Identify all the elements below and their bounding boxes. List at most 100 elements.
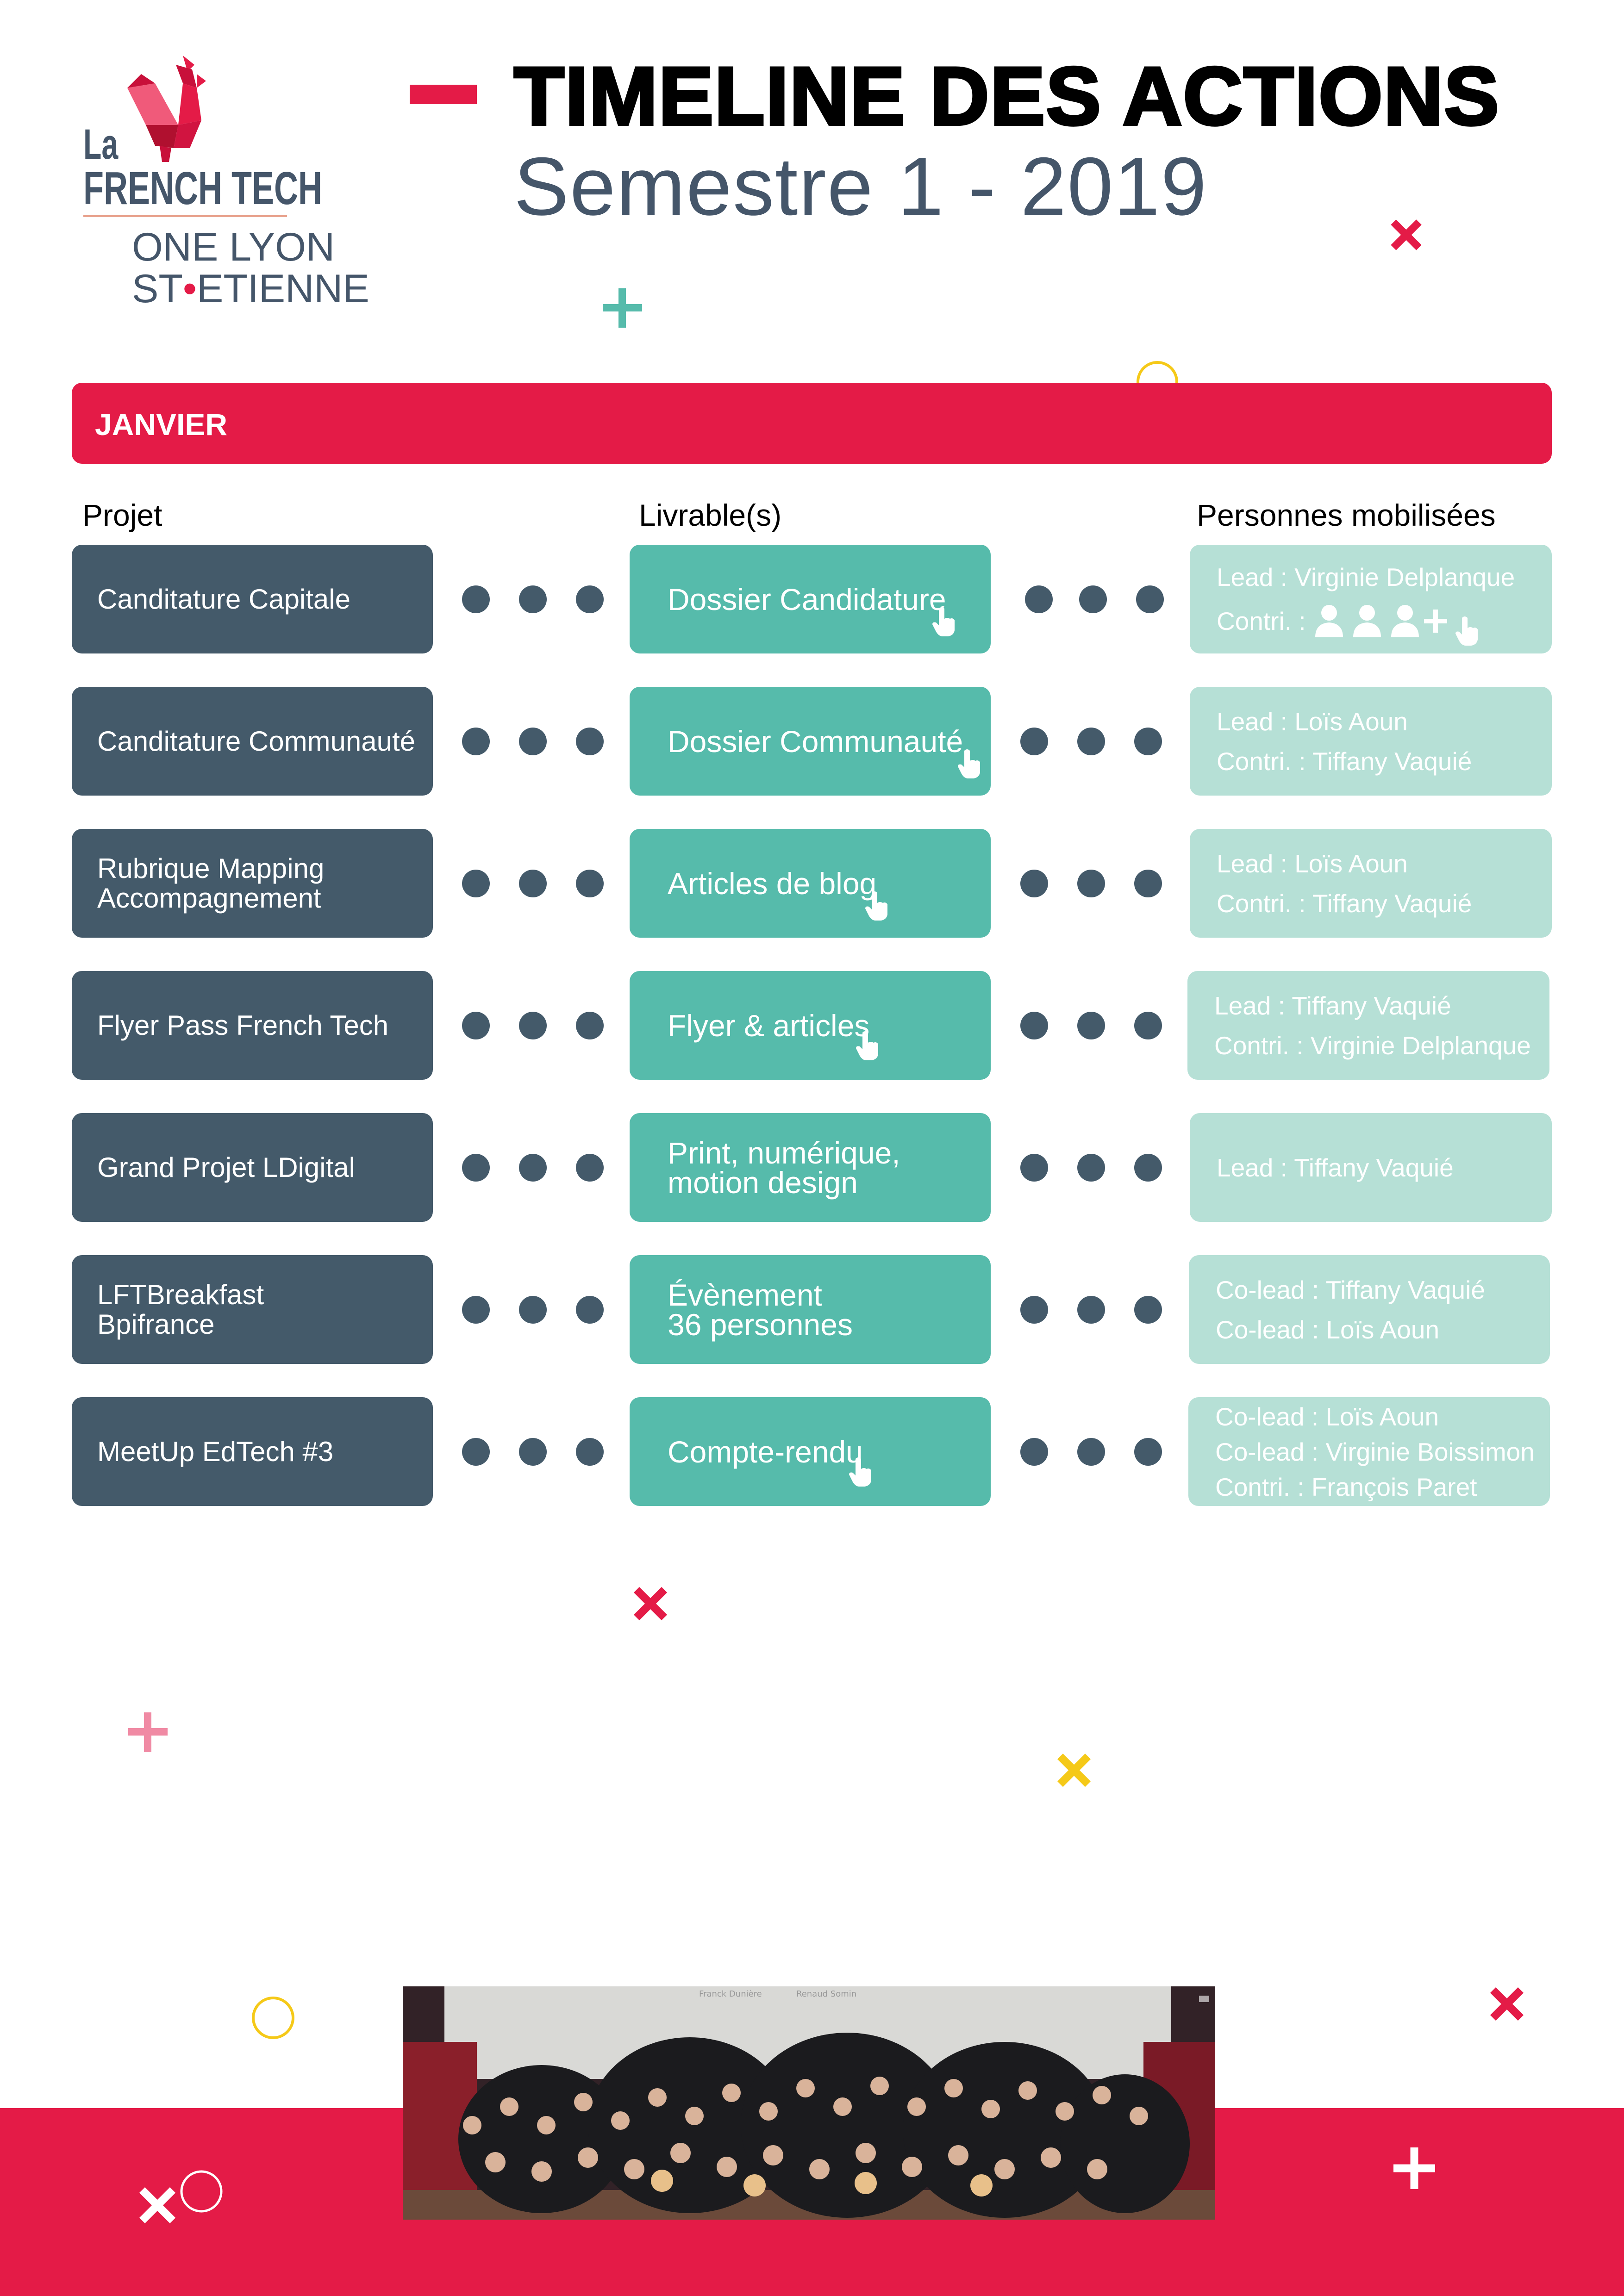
logo-etienne: ETIENNE [197,267,369,311]
cross-icon [1057,1753,1091,1787]
people-line-contri: Contri. : [1217,599,1552,643]
timeline-row: Grand Projet LDigital Print, numérique, … [0,1113,1624,1222]
connector-dot [1134,1154,1162,1182]
project-line: LFTBreakfast [97,1279,264,1310]
timeline-row: Flyer Pass French Tech Flyer & articles … [0,971,1624,1080]
logo-divider [83,215,287,217]
people-line: Co-lead : Loïs Aoun [1215,1402,1439,1431]
deliverable-line: motion design [668,1165,858,1200]
project-line: Accompagnement [97,882,321,914]
contributors-icons [1315,605,1447,637]
hand-cursor-icon [849,1457,871,1487]
project-box: LFTBreakfast Bpifrance [72,1255,433,1364]
connector-dot [1134,1012,1162,1039]
project-line: Rubrique Mapping [97,852,325,884]
connector-dot [1025,585,1053,613]
project-line: Bpifrance [97,1308,215,1340]
connector-dot [1134,1296,1162,1324]
connector-dot [1077,870,1105,897]
cross-icon [139,2187,176,2224]
deliverable-box: Print, numérique, motion design [630,1113,991,1222]
deliverable-box[interactable]: Dossier Candidature [630,545,991,653]
person-icon [1315,605,1343,637]
connector-dot [576,870,604,897]
people-line: Lead : Loïs Aoun [1217,849,1408,878]
month-bar: JANVIER [72,383,1552,464]
deliverable-box: Évènement 36 personnes [630,1255,991,1364]
connector-dot [576,1438,604,1466]
connector-dot [1079,585,1107,613]
connector-dot [576,1296,604,1324]
connector-dot [519,585,547,613]
plus-icon [1393,2147,1435,2189]
people-box: Lead : Loïs Aoun Contri. : Tiffany Vaqui… [1190,829,1552,938]
people-line: Lead : Loïs Aoun [1217,707,1408,736]
page-subtitle: Semestre 1 - 2019 [514,140,1208,232]
connector-dot [1077,728,1105,755]
group-photo-image: Franck Dunière Renaud Somin [403,1986,1215,2220]
connector-dot [519,1012,547,1039]
title-dash [410,85,477,104]
deliverable-line: Dossier Communauté [668,724,963,759]
photo-caption-left: Franck Dunière [699,1989,762,1999]
project-box: Rubrique Mapping Accompagnement [72,829,433,938]
people-line: Contri. : François Paret [1215,1472,1477,1501]
people-box: Lead : Tiffany Vaquié [1190,1113,1552,1222]
group-photo: Franck Dunière Renaud Somin [403,1986,1215,2220]
project-box: MeetUp EdTech #3 [72,1397,433,1506]
connector-dot [519,1154,547,1182]
logo-st-etienne: ST•ETIENNE [132,266,369,312]
deliverable-line: Compte-rendu [668,1434,863,1469]
column-header-deliverable: Livrable(s) [639,498,782,532]
deliverable-box[interactable]: Compte-rendu [630,1397,991,1506]
connector-dot [462,1438,490,1466]
connector-dot [576,1154,604,1182]
connector-dot [1134,728,1162,755]
deliverable-box[interactable]: Flyer & articles [630,971,991,1080]
project-line: MeetUp EdTech #3 [97,1436,334,1467]
connector-dot [462,1012,490,1039]
connector-dot [462,728,490,755]
people-line: Co-lead : Virginie Boissimon [1215,1437,1535,1466]
connector-dot [1020,870,1048,897]
hand-cursor-icon [856,1031,878,1060]
circle-outline-icon [252,1997,294,2039]
connector-dot [1077,1154,1105,1182]
connector-dot [1020,1296,1048,1324]
connector-dot [1077,1012,1105,1039]
people-line: Co-lead : Loïs Aoun [1216,1315,1440,1344]
deliverable-box[interactable]: Dossier Communauté [630,687,991,796]
project-box: Flyer Pass French Tech [72,971,433,1080]
cross-icon [633,1587,668,1621]
timeline-row: Canditature Capitale Dossier Candidature… [0,545,1624,653]
page-title: TIMELINE DES ACTIONS [512,49,1500,143]
project-line: Grand Projet LDigital [97,1151,355,1183]
connector-dot [519,1296,547,1324]
deliverable-line: Évènement [668,1277,822,1312]
rooster-icon [127,56,206,162]
connector-dot [1077,1296,1105,1324]
people-box: Co-lead : Tiffany Vaquié Co-lead : Loïs … [1189,1255,1550,1364]
connector-dot [1136,585,1164,613]
connector-dot [462,1154,490,1182]
person-icon [1353,605,1381,637]
photo-caption-right: Renaud Somin [796,1989,856,1999]
connector-dot [576,728,604,755]
logo-la: La [83,121,119,168]
people-line: Lead : Tiffany Vaquié [1217,1153,1454,1182]
hand-cursor-icon [932,607,955,636]
deliverable-box[interactable]: Articles de blog [630,829,991,938]
logo-st: ST [132,267,183,311]
project-line: Canditature Communauté [97,725,416,757]
connector-dot [462,585,490,613]
timeline-row: Canditature Communauté Dossier Communaut… [0,687,1624,796]
logo-french-tech: FRENCH TECH [83,162,322,214]
timeline-row: MeetUp EdTech #3 Compte-rendu Co-lead : … [0,1397,1624,1506]
plus-icon [128,1712,168,1752]
people-box: Co-lead : Loïs Aoun Co-lead : Virginie B… [1188,1397,1550,1506]
people-line: Contri. : Virginie Delplanque [1214,1031,1531,1060]
connector-dot [576,585,604,613]
connector-dot [519,728,547,755]
month-label: JANVIER [95,407,228,442]
connector-dot [519,870,547,897]
